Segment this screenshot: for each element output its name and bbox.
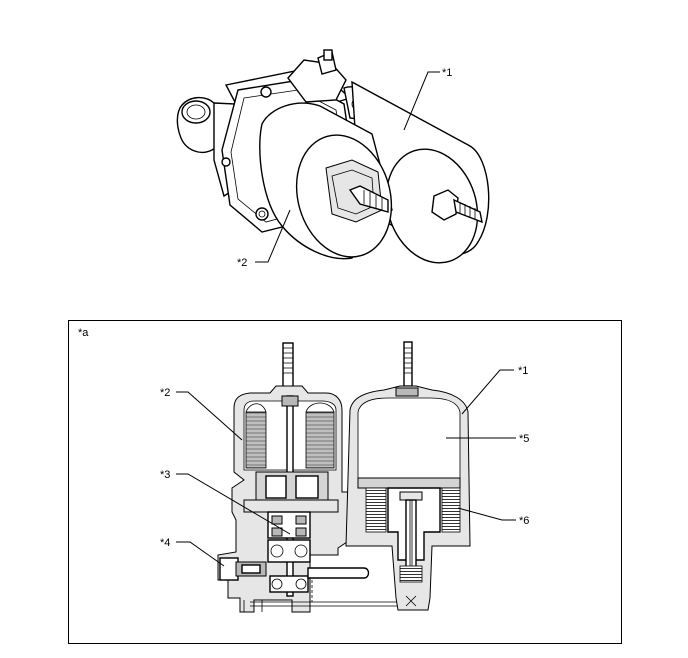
section-callout-3: *3 <box>160 469 291 535</box>
section-view-frame <box>68 320 622 644</box>
callout-label: *5 <box>519 433 529 445</box>
callout-label: *2 <box>237 257 247 269</box>
top-callout-1: *1 <box>403 67 452 131</box>
callout-label: *1 <box>518 365 528 377</box>
callout-label: *2 <box>160 387 170 399</box>
section-callout-4: *4 <box>160 537 225 567</box>
section-callout-5: *5 <box>446 433 529 445</box>
callout-label: *6 <box>519 515 529 527</box>
callout-label: *3 <box>160 469 170 481</box>
section-callout-1: *1 <box>461 365 528 415</box>
sectional-diagram <box>217 341 471 613</box>
section-callout-2: *2 <box>160 387 243 441</box>
section-view-label: *a <box>78 327 89 339</box>
actuator-assembly-illustration <box>176 49 490 264</box>
callout-label: *1 <box>442 67 452 79</box>
callout-label: *4 <box>160 537 170 549</box>
section-callout-6: *6 <box>457 507 529 527</box>
top-callout-2: *2 <box>237 209 291 269</box>
